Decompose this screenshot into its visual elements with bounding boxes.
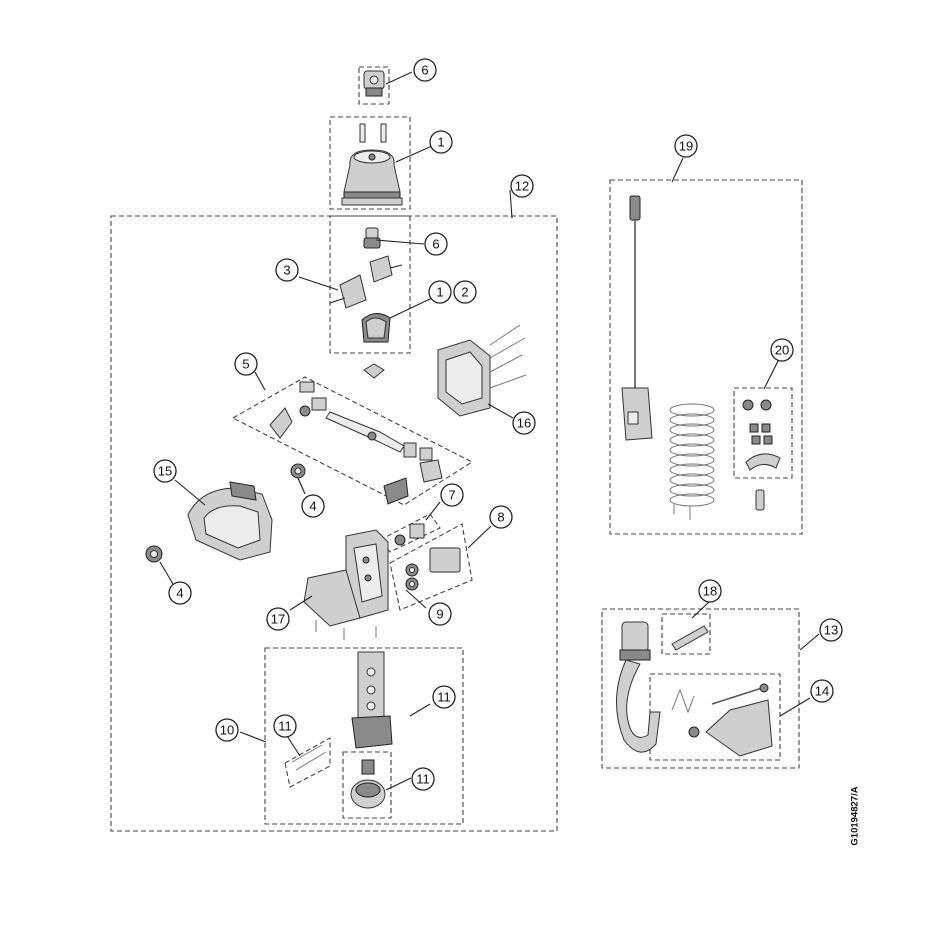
- svg-text:11: 11: [416, 772, 430, 787]
- callout-18: 18: [698, 579, 722, 603]
- svg-text:19: 19: [679, 139, 693, 154]
- group-box-19: [609, 179, 803, 535]
- bracket-part: [329, 255, 403, 309]
- knob-upper-part: [290, 463, 306, 479]
- callout-4-lower: 4: [168, 581, 192, 605]
- callout-9: 9: [428, 602, 452, 626]
- wheel-part: [350, 759, 386, 809]
- figure-code: G10194827/A: [843, 786, 867, 846]
- figure-code-label: G10194827/A: [849, 786, 861, 846]
- small-fitting-part: [363, 363, 385, 379]
- callout-3: 3: [275, 258, 299, 282]
- svg-text:11: 11: [437, 690, 451, 705]
- svg-text:8: 8: [497, 510, 504, 525]
- callout-7: 7: [440, 483, 464, 507]
- coupling-mid-part: [363, 227, 381, 249]
- callout-6-mid: 6: [424, 232, 448, 256]
- callout-10: 10: [215, 718, 239, 742]
- callout-17: 17: [266, 607, 290, 631]
- knob-lower-part: [145, 545, 163, 563]
- switch-part: [394, 523, 425, 546]
- coupler-top-part: [363, 70, 385, 97]
- group-box-11-left: [284, 737, 331, 788]
- pin-part: [671, 625, 709, 651]
- svg-text:14: 14: [815, 684, 829, 699]
- base-frame-part: [303, 529, 389, 640]
- control-module-part: [405, 547, 461, 591]
- svg-text:1: 1: [437, 135, 444, 150]
- lower-assembly-part: [291, 651, 393, 771]
- callout-1-top: 1: [429, 130, 453, 154]
- cable-reel-part: [621, 195, 715, 520]
- svg-text:17: 17: [271, 612, 285, 627]
- callout-8: 8: [489, 505, 513, 529]
- callout-16: 16: [512, 411, 536, 435]
- cap-part: [361, 313, 391, 343]
- callout-12: 12: [510, 174, 534, 198]
- svg-text:4: 4: [309, 499, 316, 514]
- svg-text:6: 6: [432, 237, 439, 252]
- gearbox-housing-part: [437, 324, 527, 417]
- callout-11-left: 11: [273, 714, 297, 738]
- svg-text:5: 5: [242, 357, 249, 372]
- svg-text:20: 20: [775, 343, 789, 358]
- callout-19: 19: [674, 134, 698, 158]
- group-box-8-9: [389, 523, 473, 611]
- linkage-part: [269, 381, 443, 505]
- callout-11-right: 11: [432, 685, 456, 709]
- callout-4-upper: 4: [301, 494, 325, 518]
- svg-text:3: 3: [283, 263, 290, 278]
- callout-13: 13: [819, 618, 843, 642]
- group-box-10: [264, 647, 464, 825]
- svg-text:2: 2: [461, 285, 468, 300]
- group-box-18: [661, 613, 711, 655]
- svg-text:4: 4: [176, 586, 183, 601]
- hook-part: [616, 621, 661, 753]
- group-box-5: [231, 376, 474, 506]
- leader-lines: [159, 71, 820, 791]
- svg-text:16: 16: [517, 416, 531, 431]
- svg-text:6: 6: [421, 63, 428, 78]
- group-box-1-top: [329, 116, 411, 210]
- svg-text:13: 13: [824, 623, 838, 638]
- svg-text:15: 15: [158, 464, 172, 479]
- group-box-13: [601, 608, 800, 769]
- svg-text:1: 1: [436, 285, 443, 300]
- callout-2: 2: [453, 280, 477, 304]
- group-box-6-top: [358, 66, 390, 105]
- callout-6-top: 6: [413, 58, 437, 82]
- group-box-12: [110, 215, 558, 832]
- latch-part: [671, 683, 773, 757]
- callout-20: 20: [770, 338, 794, 362]
- group-box-7: [379, 513, 441, 553]
- fittings-part: [742, 399, 781, 511]
- callout-1-mid: 1: [428, 280, 452, 304]
- group-box-1-2: [329, 215, 411, 354]
- svg-text:12: 12: [515, 179, 529, 194]
- lower-cover-part: [187, 481, 273, 561]
- svg-text:7: 7: [448, 488, 455, 503]
- svg-text:9: 9: [436, 607, 443, 622]
- svg-text:11: 11: [278, 719, 292, 734]
- svg-text:18: 18: [703, 584, 717, 599]
- group-box-20: [733, 387, 793, 479]
- callout-11-bottom: 11: [411, 767, 435, 791]
- callout-5: 5: [234, 352, 258, 376]
- callout-14: 14: [810, 679, 834, 703]
- callout-15: 15: [153, 459, 177, 483]
- svg-text:10: 10: [220, 723, 234, 738]
- group-box-11-bottom: [342, 751, 392, 819]
- motor-housing-part: [341, 123, 403, 206]
